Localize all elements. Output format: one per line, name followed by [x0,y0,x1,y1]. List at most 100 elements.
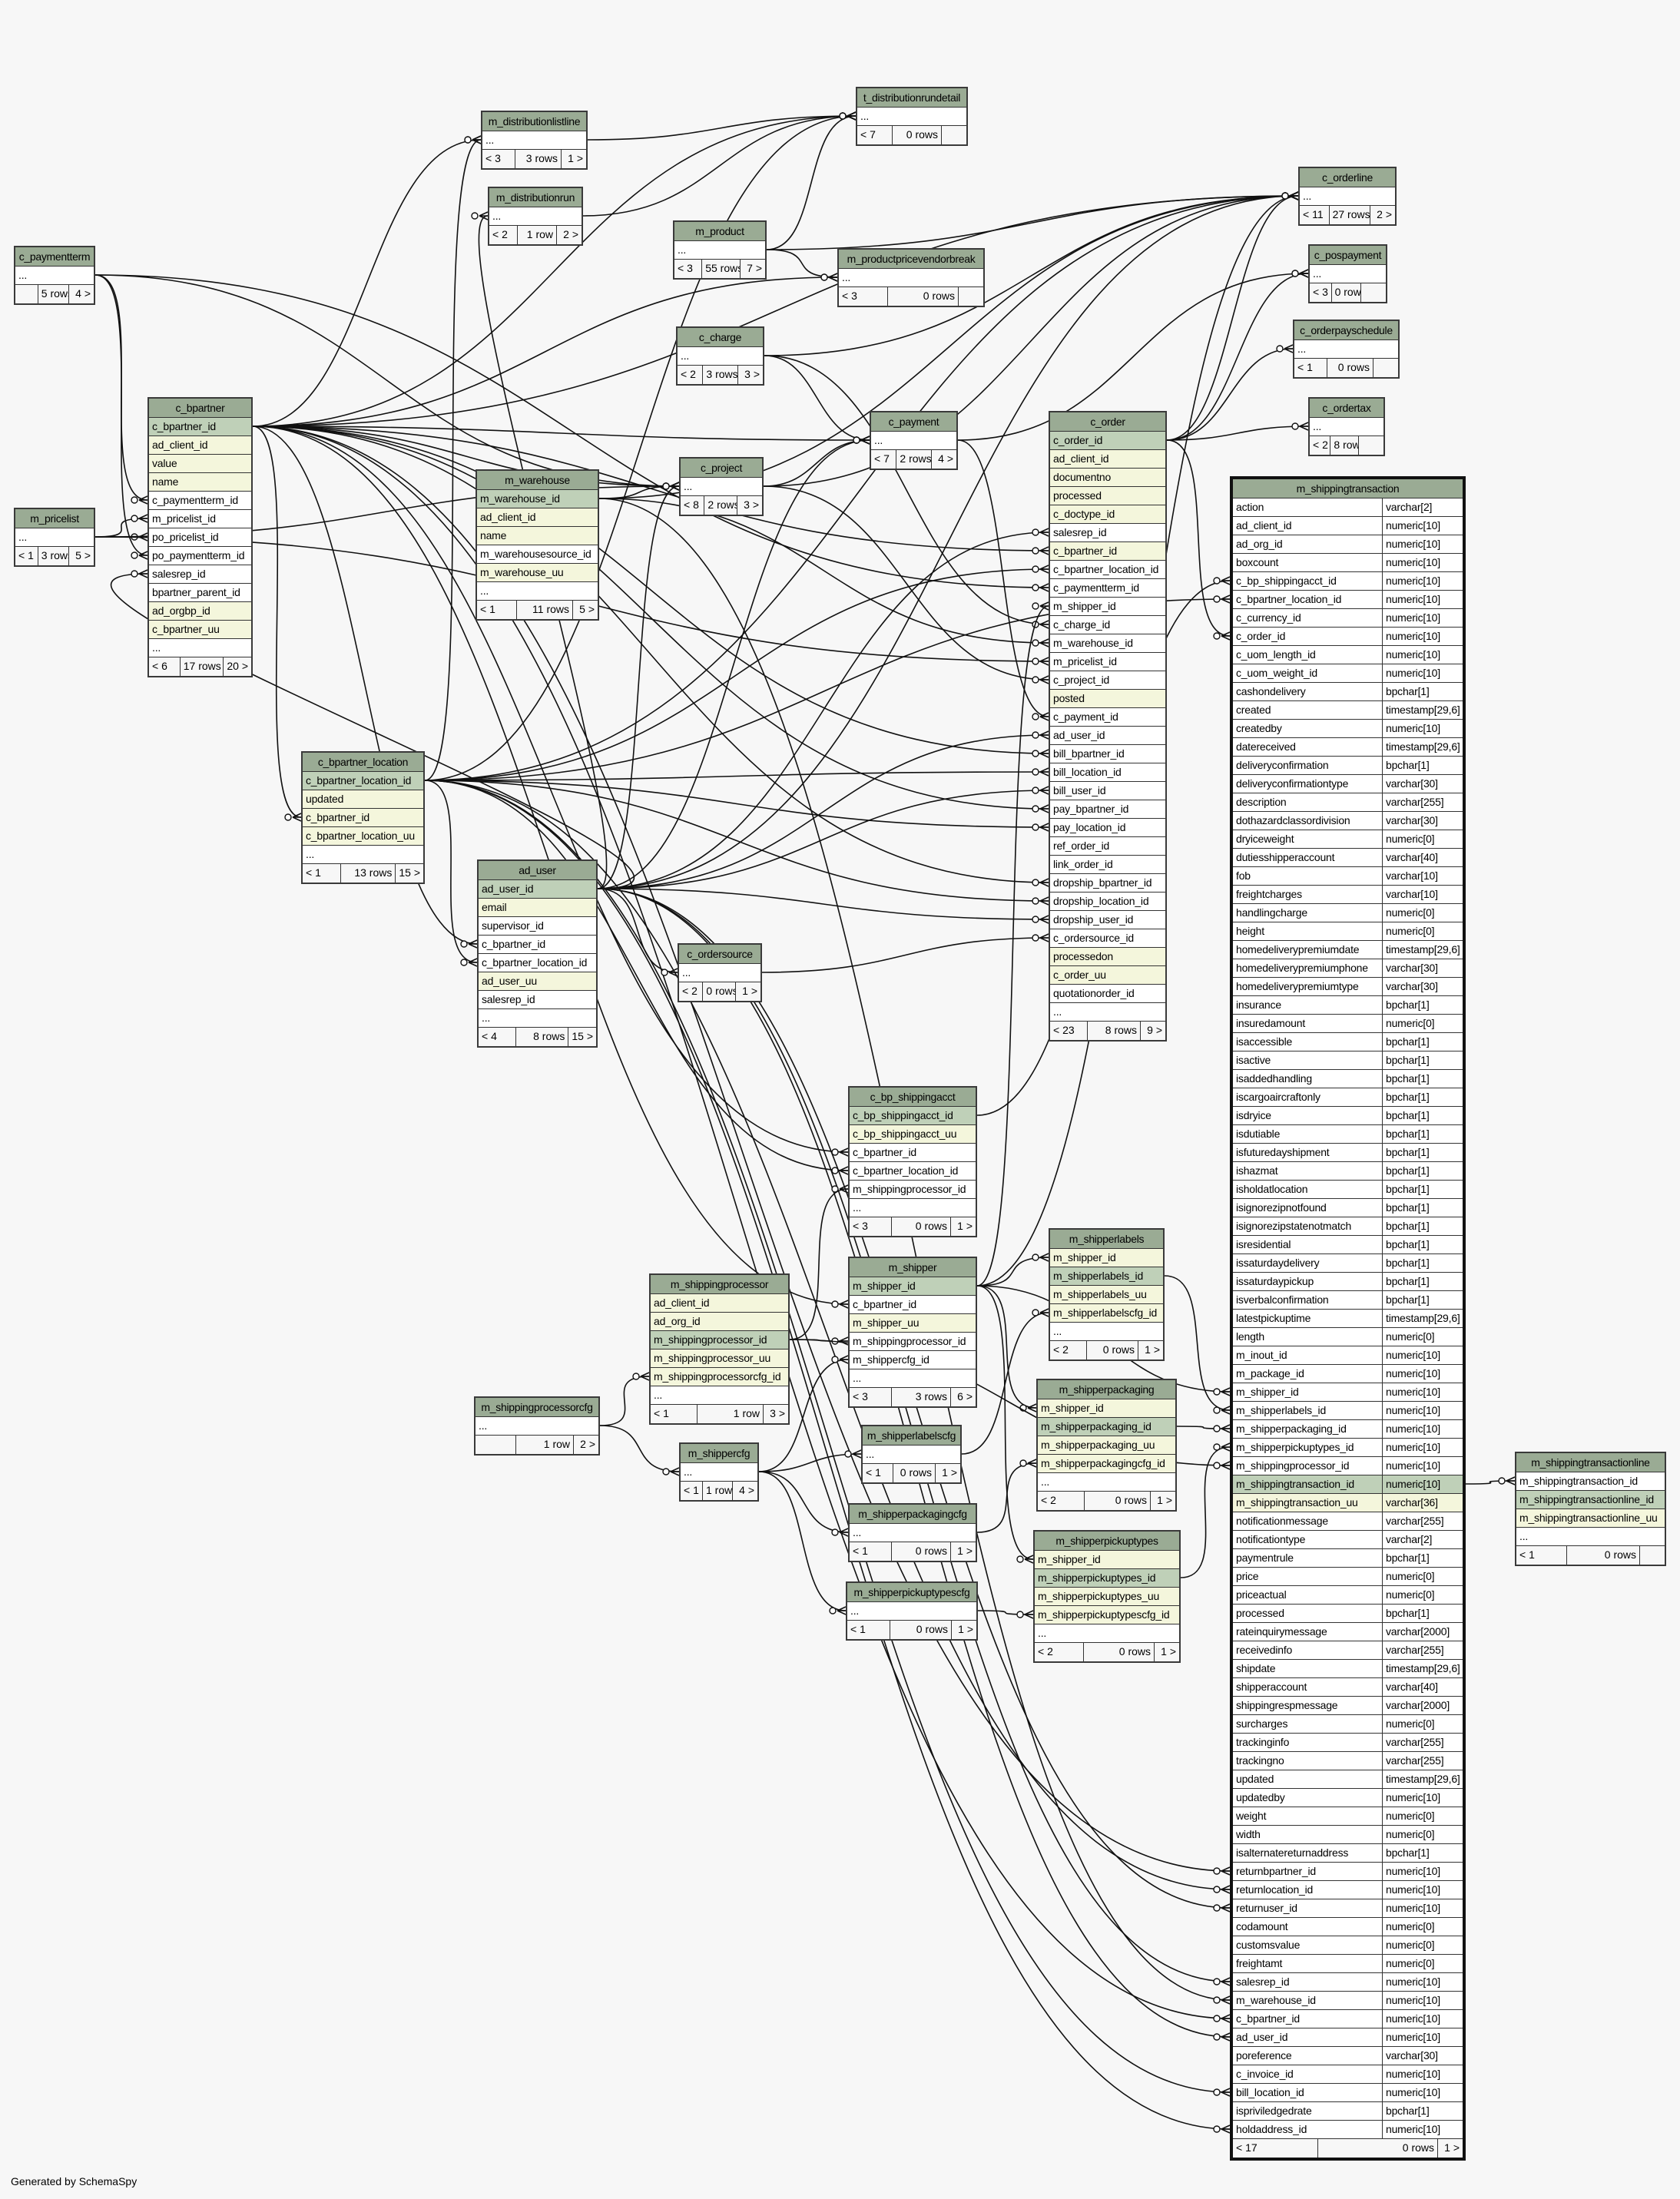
column-row[interactable]: m_shipperlabelscfg_id [1050,1304,1163,1323]
column-row[interactable]: c_bpartner_id [303,809,423,827]
parents-link[interactable]: < 1 [651,1405,698,1423]
column-row[interactable]: value [149,455,251,473]
collapsed-columns-row[interactable]: ... [839,269,983,287]
table-header[interactable]: m_shipper [850,1258,976,1277]
collapsed-columns-row[interactable]: ... [1516,1528,1665,1546]
parents-link[interactable]: < 2 [489,226,518,244]
children-link[interactable]: 1 > [957,1545,973,1557]
column-row[interactable]: m_shipperpickuptypes_id [1035,1569,1179,1588]
table-header[interactable]: m_pricelist [15,509,94,528]
column-row[interactable]: m_shipper_uu [850,1314,976,1333]
collapsed-columns-row[interactable]: ... [1300,187,1395,206]
children-link[interactable]: 6 > [957,1390,973,1403]
collapsed-columns-row[interactable]: ... [1050,1323,1163,1341]
collapsed-columns-row[interactable]: ... [482,131,586,150]
parents-link[interactable]: < 1 [477,601,517,619]
collapsed-columns-row[interactable]: ... [479,1009,596,1028]
column-row[interactable]: c_bpartner_id [479,936,596,954]
column-row[interactable]: ad_org_id [651,1313,788,1331]
collapsed-columns-row[interactable]: ... [681,478,762,496]
column-row[interactable]: dropship_location_id [1050,893,1165,911]
collapsed-columns-row[interactable]: ... [871,432,956,450]
children-link[interactable]: 1 > [958,1623,973,1635]
table-header[interactable]: c_order [1050,412,1165,432]
column-row[interactable]: po_paymentterm_id [149,547,251,565]
parents-link[interactable] [476,1436,516,1454]
column-row[interactable]: m_warehouse_uu [477,564,598,582]
column-row[interactable]: m_shippingprocessor_id [651,1331,788,1350]
column-row[interactable]: c_charge_id [1050,616,1165,634]
column-row[interactable]: m_shippingtransactionline_id [1516,1491,1665,1509]
column-row[interactable]: c_bpartner_location_id [850,1162,976,1181]
column-row[interactable]: m_shippingprocessor_id [850,1181,976,1199]
column-row[interactable]: email [479,899,596,917]
column-row[interactable]: ad_user_id [479,880,596,899]
parents-link[interactable]: < 1 [15,547,38,565]
children-link[interactable] [1640,1546,1665,1565]
collapsed-columns-row[interactable]: ... [149,639,251,657]
table-header[interactable]: m_shipperpackagingcfg [850,1505,976,1524]
parents-link[interactable]: < 6 [149,657,181,676]
table-header[interactable]: c_ordertax [1310,399,1383,418]
table-header[interactable]: c_orderpayschedule [1294,321,1398,340]
column-row[interactable]: quotationorder_id [1050,985,1165,1003]
collapsed-columns-row[interactable]: ... [850,1199,976,1217]
parents-link[interactable]: < 23 [1050,1022,1088,1040]
children-link[interactable]: 3 > [744,368,760,380]
collapsed-columns-row[interactable]: ... [1294,340,1398,359]
parents-link[interactable]: < 2 [1038,1492,1085,1510]
column-row[interactable]: ref_order_id [1050,837,1165,856]
column-row[interactable]: ad_client_id [651,1294,788,1313]
children-link[interactable]: 1 > [1161,1645,1176,1658]
collapsed-columns-row[interactable]: ... [847,1602,976,1621]
parents-link[interactable]: < 1 [681,1482,703,1500]
column-row[interactable]: salesrep_id [149,565,251,584]
column-row[interactable]: c_bpartner_id [850,1296,976,1314]
children-link[interactable]: 1 > [1145,1343,1160,1356]
table-header[interactable]: c_orderline [1300,168,1395,187]
column-row[interactable]: supervisor_id [479,917,596,936]
column-row[interactable]: c_bpartner_location_id [479,954,596,972]
table-header[interactable]: c_bpartner [149,399,251,418]
collapsed-columns-row[interactable]: ... [674,241,765,260]
column-row[interactable]: m_shipper_id [1038,1399,1175,1418]
table-header[interactable]: m_shipperpickuptypes [1035,1532,1179,1551]
